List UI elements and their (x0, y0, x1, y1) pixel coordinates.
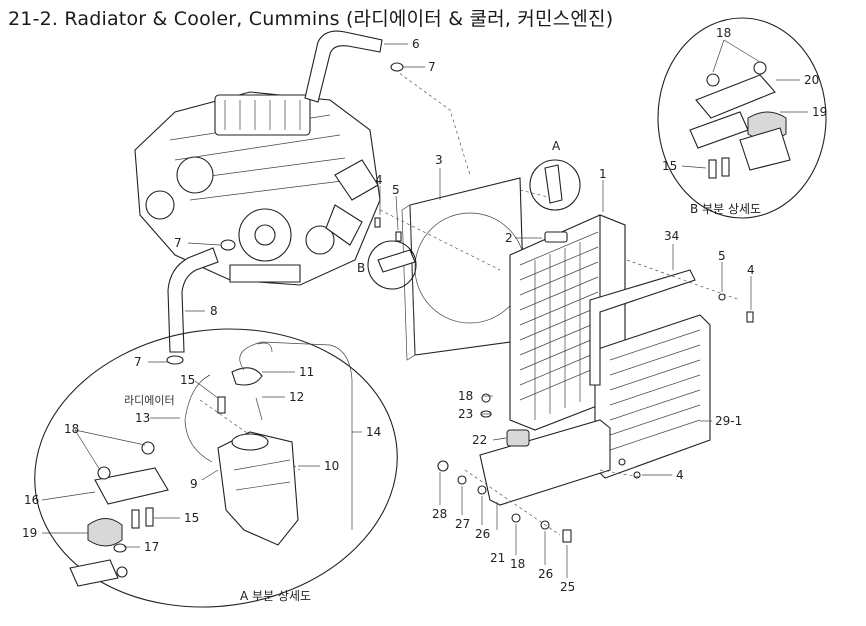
callout-19-b: 19 (812, 105, 827, 119)
callout-15-a-bottom: 15 (184, 511, 199, 525)
hose-clamp-7-engine (220, 239, 236, 251)
callout-28: 28 (432, 507, 447, 521)
callout-23: 23 (458, 407, 473, 421)
callout-5-bracket: 5 (718, 249, 726, 263)
marker-b-letter: B (357, 261, 365, 275)
detail-circle-a (34, 328, 398, 608)
callout-17: 17 (144, 540, 159, 554)
radiator-side-bracket (589, 269, 696, 386)
callout-3: 3 (435, 153, 443, 167)
callout-9: 9 (190, 477, 198, 491)
callout-4-bracket: 4 (747, 263, 755, 277)
callout-19-a: 19 (22, 526, 37, 540)
callout-7-engine: 7 (174, 236, 182, 250)
callout-14: 14 (366, 425, 381, 439)
detail-marker-a (529, 159, 581, 211)
detail-marker-b (367, 240, 417, 290)
page-title: 21-2. Radiator & Cooler, Cummins (라디에이터 … (8, 8, 614, 30)
callout-21: 21 (490, 551, 505, 565)
callout-18-b: 18 (716, 26, 731, 40)
callout-16: 16 (24, 493, 39, 507)
callout-1: 1 (599, 167, 607, 181)
fan-shroud (401, 177, 526, 361)
upper-radiator-hose (304, 30, 383, 103)
callout-20: 20 (804, 73, 819, 87)
callout-7-lower: 7 (134, 355, 142, 369)
callout-labels: 6 7 7 8 7 3 4 5 1 2 34 5 4 18 20 19 15 1… (22, 26, 827, 594)
callout-11: 11 (299, 365, 314, 379)
callout-10: 10 (324, 459, 339, 473)
detail-a-caption: A 부분 상세도 (240, 589, 311, 603)
callout-15-b: 15 (662, 159, 677, 173)
callout-26-right: 26 (538, 567, 553, 581)
callout-7-top: 7 (428, 60, 436, 74)
callout-2: 2 (505, 231, 513, 245)
callout-29-1: 29-1 (715, 414, 742, 428)
radiator-note: 라디에이터 (124, 394, 175, 407)
callout-8: 8 (210, 304, 218, 318)
callout-18-radiator: 18 (458, 389, 473, 403)
callout-15-a-top: 15 (180, 373, 195, 387)
callout-18-a: 18 (64, 422, 79, 436)
rubber-mount-22 (506, 429, 530, 447)
callout-13: 13 (135, 411, 150, 425)
leader-lines (41, 39, 808, 578)
hose-clamp-7-top (390, 62, 404, 72)
callout-22: 22 (472, 433, 487, 447)
detail-circle-b (657, 17, 827, 219)
callout-25: 25 (560, 580, 575, 594)
lower-radiator-hose (167, 247, 219, 353)
engine-assembly (134, 91, 381, 286)
callout-34: 34 (664, 229, 679, 243)
radiator-bottom-bracket (479, 419, 611, 506)
marker-a-letter: A (552, 139, 561, 153)
callout-27: 27 (455, 517, 470, 531)
callout-26-left: 26 (475, 527, 490, 541)
callout-18-bottom: 18 (510, 557, 525, 571)
callout-12: 12 (289, 390, 304, 404)
hose-clamp-7-lower (166, 355, 184, 365)
callout-6: 6 (412, 37, 420, 51)
callout-4-shroud: 4 (375, 173, 383, 187)
callout-5-shroud: 5 (392, 183, 400, 197)
detail-b-caption: B 부분 상세도 (690, 202, 761, 216)
callout-4-cooler: 4 (676, 468, 684, 482)
